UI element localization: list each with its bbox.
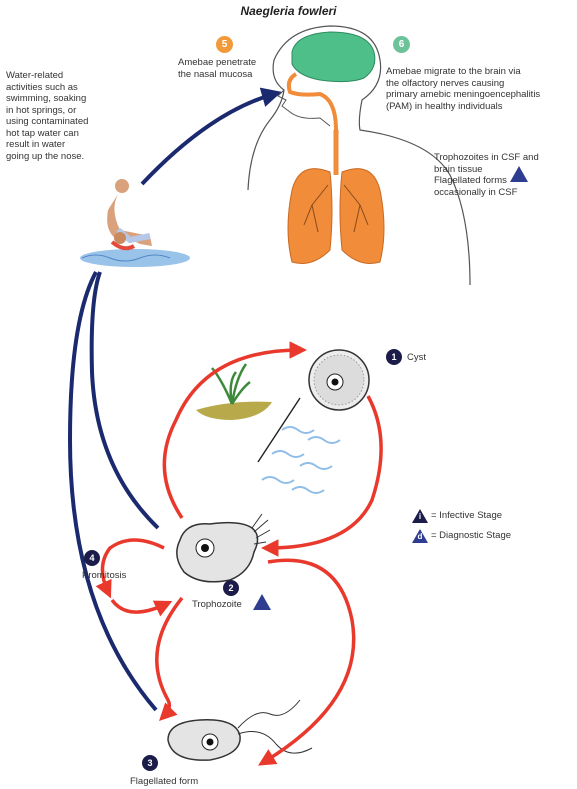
stage3-label: Flagellated form <box>130 776 198 788</box>
stage2-label: Trophozoite <box>192 599 242 611</box>
stage2-badge: 2 <box>223 580 239 596</box>
step5-text: Amebae penetrate the nasal mucosa <box>178 57 288 80</box>
olfactory-nerve <box>289 74 336 130</box>
legend: i = Infective Stage d = Diagnostic Stage <box>412 508 572 548</box>
legend-infective: i = Infective Stage <box>412 508 572 528</box>
legend-diagnostic: d = Diagnostic Stage <box>412 528 572 548</box>
cyst-icon <box>309 350 369 410</box>
step5-badge: 5 <box>216 36 233 53</box>
brain-icon <box>292 32 375 82</box>
step6-text: Amebae migrate to the brain via the olfa… <box>386 66 574 112</box>
swimmer-icon <box>80 179 190 267</box>
stage1-label: Cyst <box>407 352 426 364</box>
diagnostic-note: Trophozoites in CSF and brain tissue Fla… <box>434 152 574 198</box>
stage4-badge: 4 <box>84 550 100 566</box>
water-activities-text: Water-related activities such as swimmin… <box>6 70 126 162</box>
plant-icon <box>196 364 272 420</box>
trophozoite-icon <box>177 514 270 582</box>
flagellate-icon <box>168 700 312 760</box>
infection-arrows <box>70 94 274 710</box>
step6-badge: 6 <box>393 36 410 53</box>
diagnostic-stage-icon <box>510 166 528 182</box>
infective-stage-icon <box>253 594 271 610</box>
stage3-badge: 3 <box>142 755 158 771</box>
stage1-badge: 1 <box>386 349 402 365</box>
lungs-icon <box>288 130 384 264</box>
stage4-label: Promitosis <box>82 570 126 582</box>
